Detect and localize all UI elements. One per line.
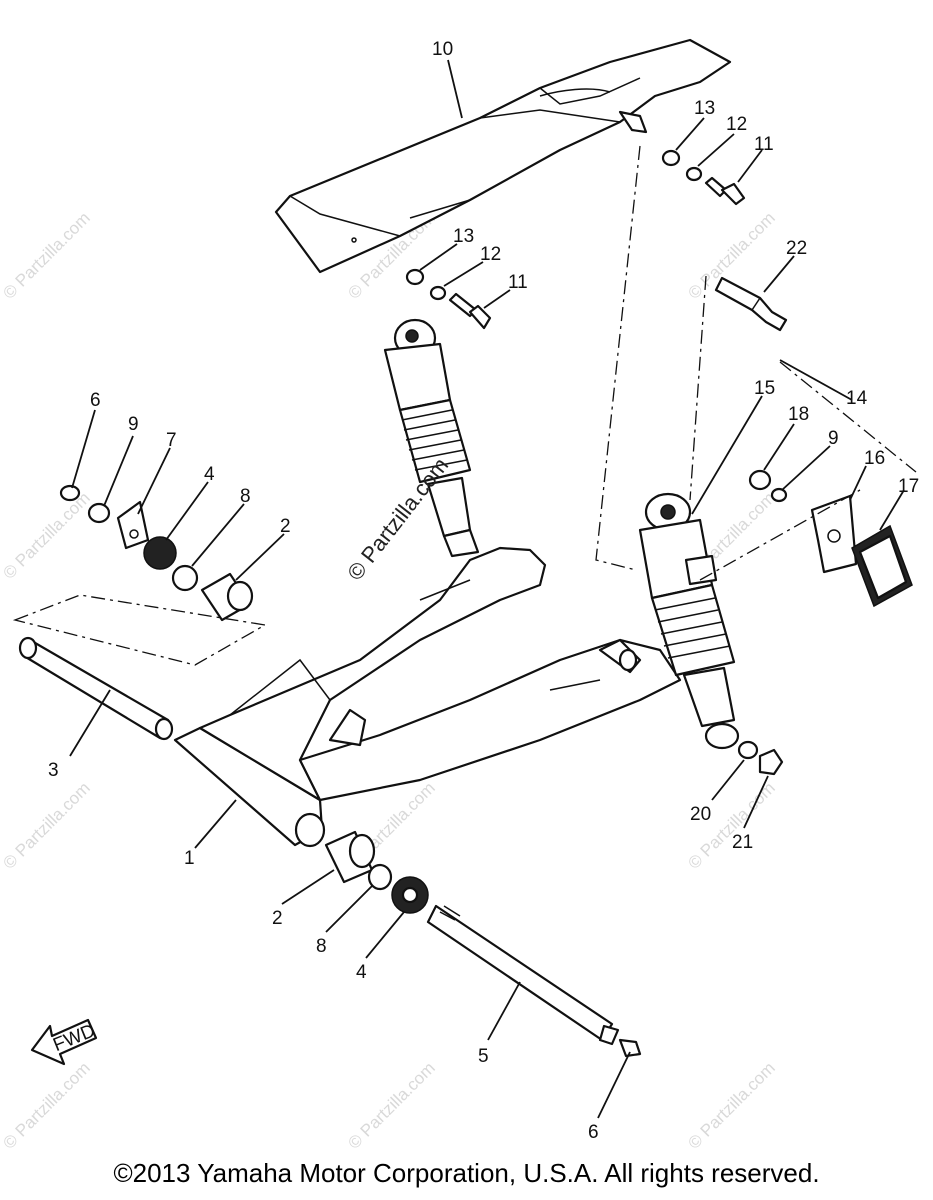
- callout-13: 13: [694, 98, 715, 119]
- shock-absorber-left: [383, 318, 480, 558]
- callout-12: 12: [726, 114, 747, 135]
- callout-6: 6: [588, 1122, 599, 1143]
- fastener-set-upper-right: [661, 149, 746, 206]
- callout-11: 11: [508, 272, 528, 293]
- chain-case-part: [274, 38, 732, 274]
- shock-absorber-right: [638, 492, 740, 750]
- right-bushing-group: [324, 830, 429, 914]
- callout-2: 2: [280, 516, 291, 537]
- swing-arm-part: [173, 546, 682, 848]
- watermark: © Partzilla.com: [0, 778, 94, 872]
- callout-7: 7: [166, 430, 177, 451]
- reflector-group: [748, 469, 913, 608]
- watermark: © Partzilla.com: [0, 488, 94, 582]
- callout-4: 4: [356, 962, 367, 983]
- callout-5: 5: [478, 1046, 489, 1067]
- washer-part: [737, 740, 759, 760]
- callout-20: 20: [690, 804, 711, 825]
- watermark: © Partzilla.com: [684, 778, 778, 872]
- assembly-guide-line: [595, 145, 641, 571]
- watermark: © Partzilla.com: [684, 1058, 778, 1150]
- callout-13: 13: [453, 226, 474, 247]
- callout-labels: 10 13 12 11 13 12 11 22 15 18 14 9 16 17…: [48, 39, 919, 1143]
- callout-15: 15: [754, 378, 775, 399]
- watermark: © Partzilla.com: [0, 1058, 94, 1150]
- callout-4: 4: [204, 464, 215, 485]
- watermark: © Partzilla.com: [0, 208, 94, 302]
- callout-2: 2: [272, 908, 283, 929]
- assembly-guide-line: [689, 275, 707, 501]
- callout-6: 6: [90, 390, 101, 411]
- callout-9: 9: [128, 414, 139, 435]
- callout-17: 17: [898, 476, 919, 497]
- copyright-notice: ©2013 Yamaha Motor Corporation, U.S.A. A…: [113, 1158, 820, 1188]
- assembly-guide-line: [12, 594, 267, 666]
- callout-16: 16: [864, 448, 885, 469]
- callout-22: 22: [786, 238, 807, 259]
- pivot-bolt-part: [426, 904, 642, 1058]
- stud-bolt-part: [714, 276, 788, 332]
- callout-11: 11: [754, 134, 774, 155]
- left-bushing-group: [59, 484, 254, 622]
- nut-part: [758, 748, 784, 776]
- callout-3: 3: [48, 760, 59, 781]
- pivot-shaft-part: [18, 636, 174, 741]
- callout-8: 8: [316, 936, 327, 957]
- callout-18: 18: [788, 404, 809, 425]
- fwd-arrow-icon: FWD: [30, 1018, 98, 1066]
- exploded-parts-diagram: © Partzilla.com © Partzilla.com © Partzi…: [0, 38, 919, 1150]
- watermark: © Partzilla.com: [344, 1058, 438, 1150]
- callout-12: 12: [480, 244, 501, 265]
- callout-1: 1: [184, 848, 195, 869]
- center-watermark: © Partzilla.com: [342, 453, 453, 585]
- callout-21: 21: [732, 832, 753, 853]
- assembly-guide-line: [699, 489, 861, 581]
- callout-10: 10: [432, 39, 453, 60]
- assembly-guide-line: [779, 361, 917, 473]
- callout-8: 8: [240, 486, 251, 507]
- callout-9: 9: [828, 428, 839, 449]
- callout-14: 14: [846, 388, 868, 409]
- fastener-set-upper-left: [405, 268, 492, 330]
- leader-lines: [69, 59, 905, 1119]
